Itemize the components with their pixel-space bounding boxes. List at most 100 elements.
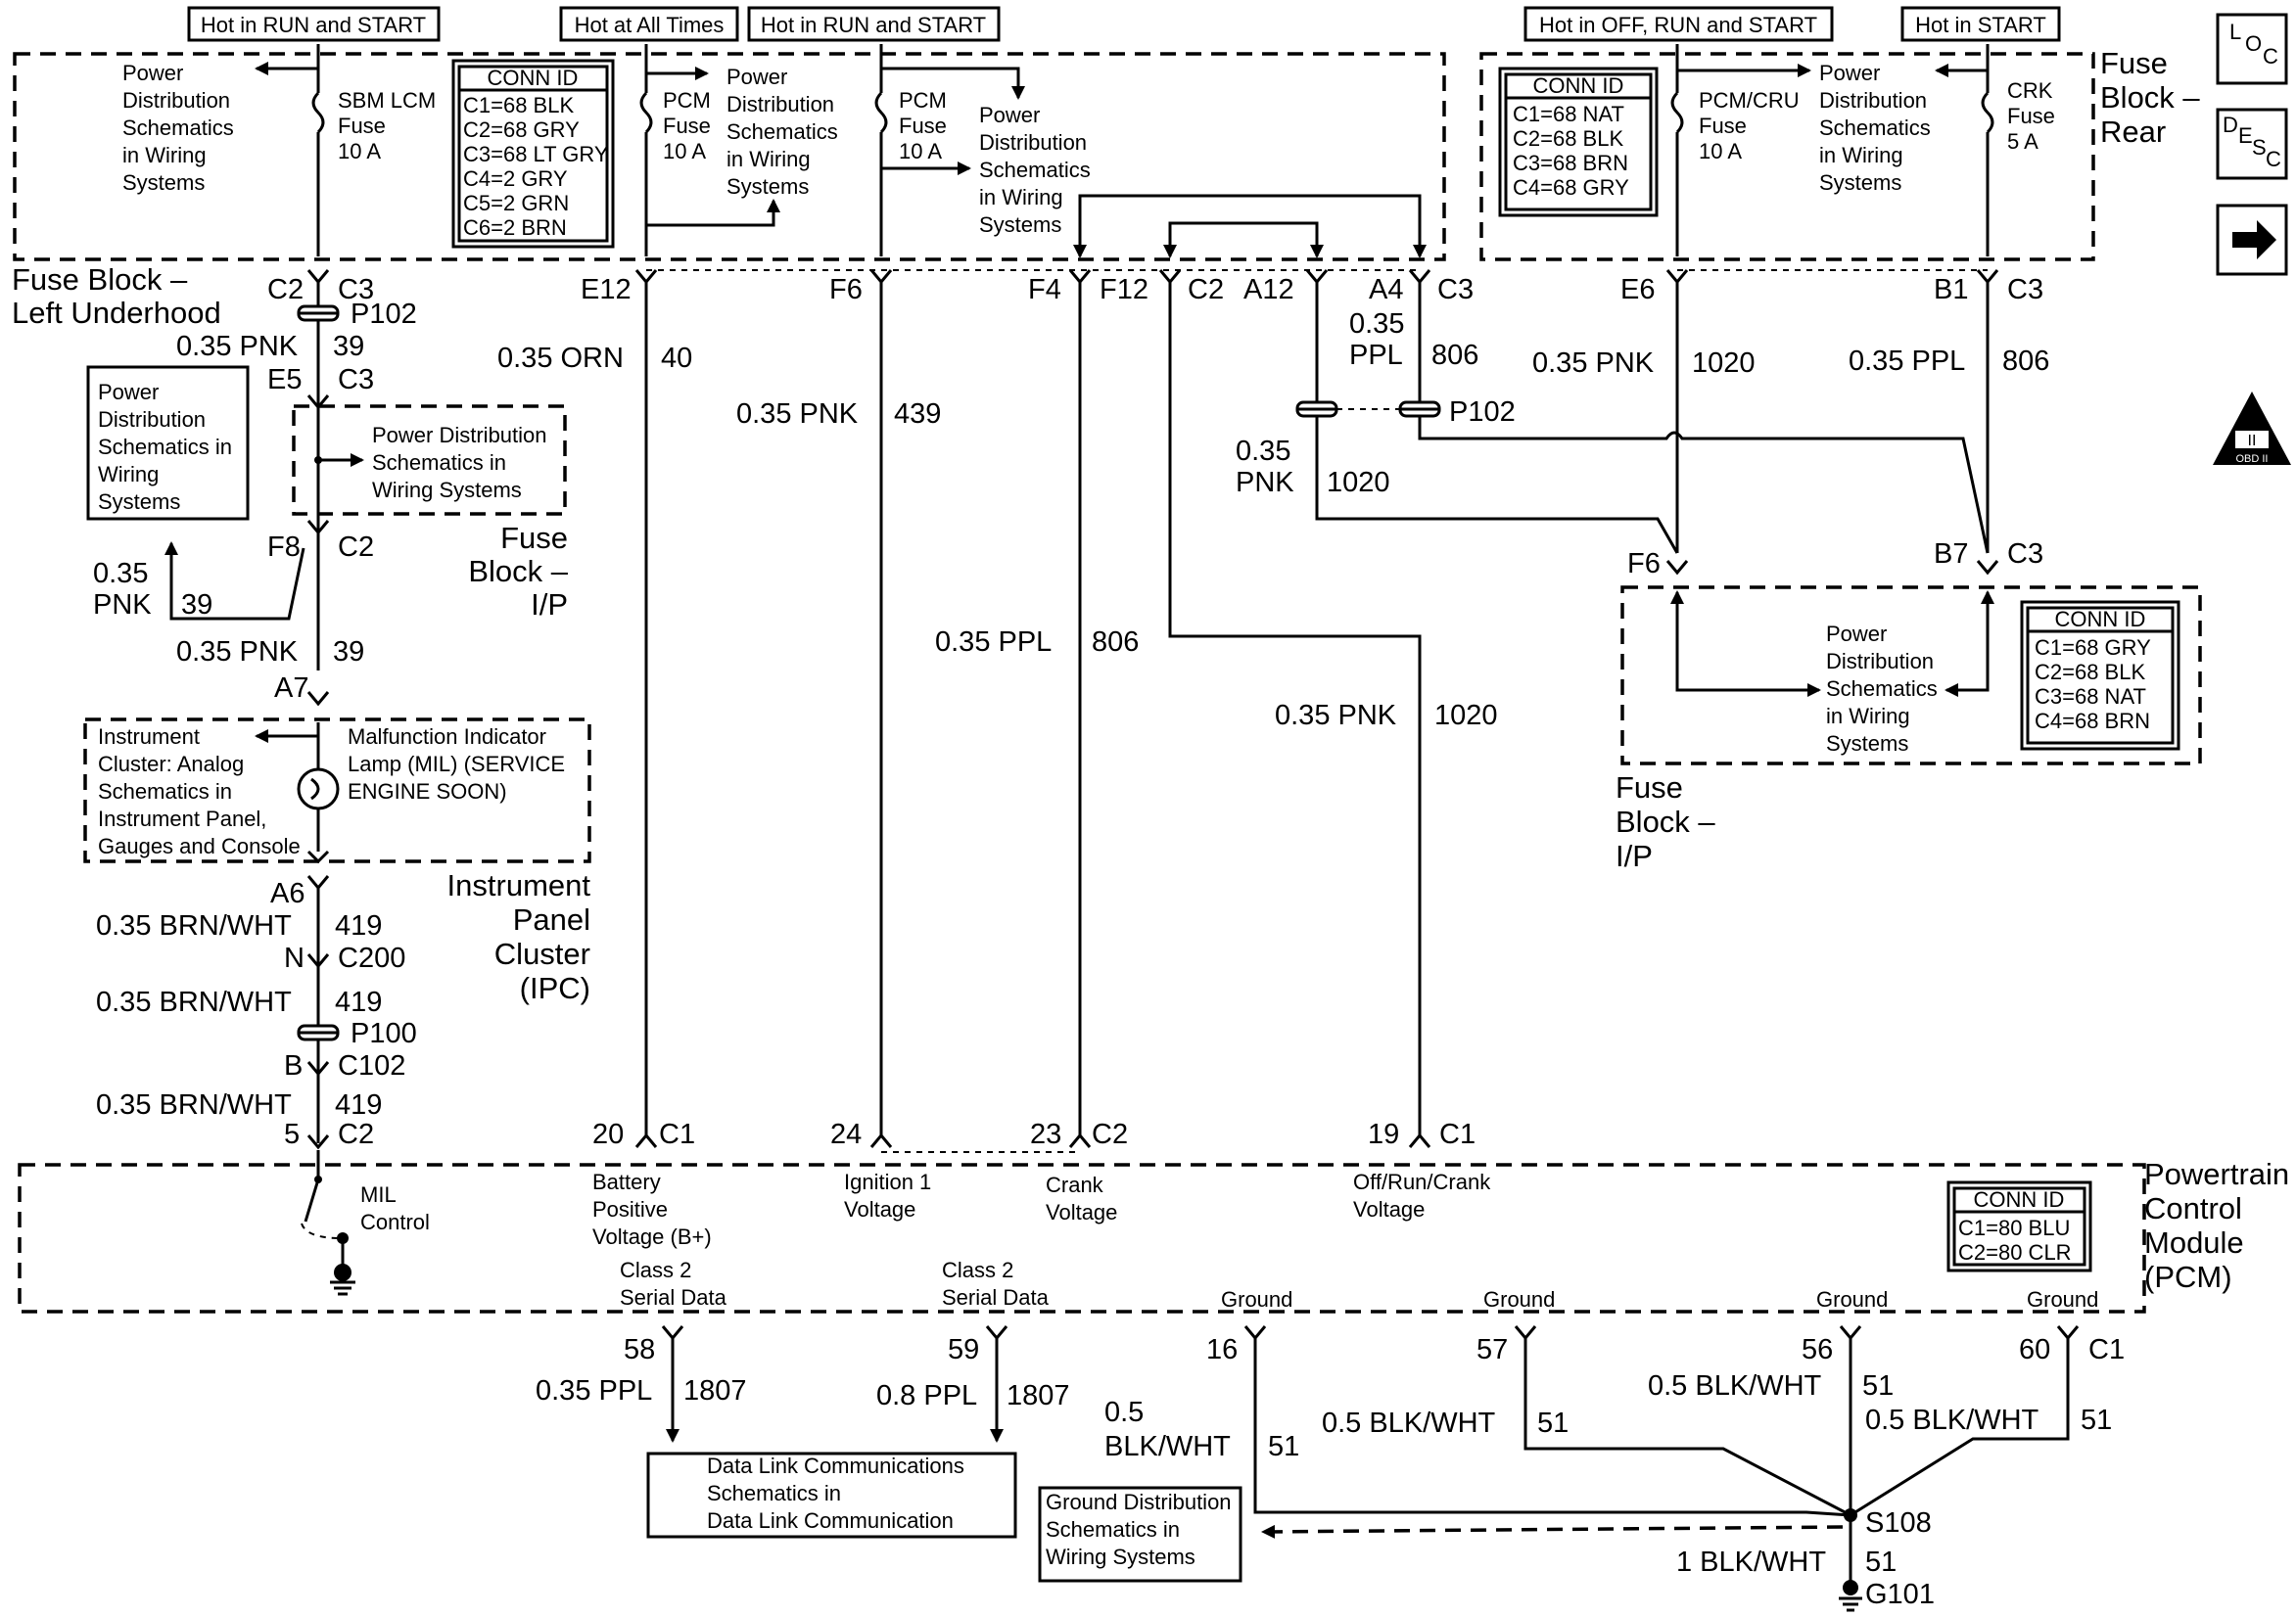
labels-w4-n: 419 xyxy=(335,910,382,942)
cluster-box-left-0: Instrument xyxy=(98,724,200,749)
conn-ids-left-title: CONN ID xyxy=(488,66,579,90)
pds-b-2: Schematics xyxy=(726,119,838,144)
wire-segment xyxy=(1243,1325,1267,1341)
conn-ids-ip-title: CONN ID xyxy=(2055,607,2146,631)
labels-w3-g: 0.35 PNK xyxy=(176,636,299,668)
fuses-pcm2-2: 10 A xyxy=(899,139,942,163)
labels-c3f: C3 xyxy=(2007,538,2043,570)
cluster-box-left-3: Instrument Panel, xyxy=(98,807,266,831)
labels-w17-n: 51 xyxy=(1268,1431,1299,1462)
labels-c1a: C1 xyxy=(659,1119,695,1150)
wire-segment xyxy=(559,6,739,42)
fuse-block-ip-left-box xyxy=(292,404,567,516)
pcm-box xyxy=(18,1163,2146,1314)
labels-w12-n: 1020 xyxy=(1434,700,1498,731)
labels-p16: 16 xyxy=(1206,1334,1238,1365)
wire-segment xyxy=(2216,108,2288,180)
labels-w21-g: 1 BLK/WHT xyxy=(1676,1547,1826,1578)
pds-d-0: Power xyxy=(1819,61,1880,85)
blocks-fb-ip2-2: I/P xyxy=(1616,839,1653,873)
labels-w9-g1: 0.35 xyxy=(1349,308,1404,340)
blocks-ipc-1: Panel xyxy=(513,902,590,937)
pcm-inputs-cls2a-1: Serial Data xyxy=(620,1285,727,1310)
next-arrow-icon[interactable] xyxy=(2216,204,2288,276)
pds-e-1: Distribution xyxy=(98,407,206,432)
wire-segment xyxy=(310,777,320,801)
fuse-block-ip-left-label: Fuse Block – I/P xyxy=(468,521,568,622)
pds-c-4: Systems xyxy=(979,212,1061,237)
wire-segment xyxy=(306,269,330,285)
pcm-inputs-crank-1: Voltage xyxy=(1046,1200,1117,1224)
labels-c3e: C3 xyxy=(2007,274,2043,305)
header-hot-all-times: Hot at All Times xyxy=(559,6,739,42)
fuse-pcm-cru-icon xyxy=(1670,91,1684,134)
pcm-inputs-mil-0: MIL xyxy=(360,1182,397,1207)
cluster-box-left-4: Gauges and Console xyxy=(98,834,301,858)
labels-s108: S108 xyxy=(1865,1507,1932,1539)
fuses-crk-0: CRK xyxy=(2007,78,2053,103)
labels-f4: F4 xyxy=(1028,274,1061,305)
labels-w13-g: 0.35 PNK xyxy=(1532,347,1655,379)
labels-f12: F12 xyxy=(1100,274,1148,305)
labels-c200: C200 xyxy=(338,943,405,974)
pds-a-1: Distribution xyxy=(122,88,230,113)
conn-ids-left-rows-4: C5=2 GRN xyxy=(463,191,569,215)
conn-ids-right-rows-0: C1=68 NAT xyxy=(1513,102,1624,126)
labels-w8-g: 0.35 PNK xyxy=(736,398,859,430)
pcm-inputs-cls2b-1: Serial Data xyxy=(942,1285,1050,1310)
conn-ids-pcm-rows-0: C1=80 BLU xyxy=(1958,1216,2070,1240)
wire-segment xyxy=(306,520,330,535)
pcm-inputs-cls2a-0: Class 2 xyxy=(620,1258,691,1282)
wire-segment xyxy=(1305,269,1329,285)
pds-g-1: Distribution xyxy=(1826,649,1934,673)
wire-segment xyxy=(1523,6,1834,42)
pds-g-2: Schematics xyxy=(1826,676,1938,701)
labels-c2e: C2 xyxy=(1092,1119,1128,1150)
labels-w1-g: 0.35 PNK xyxy=(176,331,299,362)
conn-ids-right-rows-1: C2=68 BLK xyxy=(1513,126,1623,151)
labels-b7: B7 xyxy=(1934,538,1968,570)
pds-a-4: Systems xyxy=(122,170,205,195)
labels-p56: 56 xyxy=(1802,1334,1833,1365)
label: E xyxy=(2238,123,2253,148)
wire-segment xyxy=(301,1223,342,1239)
fuse-block-rear-box xyxy=(1479,52,2095,261)
pds-g-0: Power xyxy=(1826,622,1887,646)
wire-segment xyxy=(1418,416,1990,554)
fuse-block-left-label: Fuse Block –Left Underhood xyxy=(12,262,221,330)
pcm-inputs-bplus-2: Voltage (B+) xyxy=(592,1224,712,1249)
headers-h5: Hot in START xyxy=(1915,13,2046,37)
labels-w4-g: 0.35 BRN/WHT xyxy=(96,910,292,942)
gd-box-0: Ground Distribution xyxy=(1046,1490,1232,1514)
conn-ids-left-rows-3: C4=2 GRY xyxy=(463,166,568,191)
ground-label-1: Ground xyxy=(1221,1287,1292,1312)
pds-e-3: Wiring xyxy=(98,462,159,486)
labels-p20: 20 xyxy=(592,1119,624,1150)
header-hot-run-start-1: Hot in RUN and START xyxy=(187,6,441,42)
pds-b-3: in Wiring xyxy=(726,147,811,171)
fuses-pcm1-0: PCM xyxy=(663,88,711,113)
labels-n: N xyxy=(284,943,305,974)
cluster-box-right-1: Lamp (MIL) (SERVICE xyxy=(348,752,565,776)
labels-c1c: C1 xyxy=(2088,1334,2125,1365)
fuses-pcm2-0: PCM xyxy=(899,88,947,113)
header-hot-off-run-start: Hot in OFF, RUN and START xyxy=(1523,6,1834,42)
cluster-box-left-1: Cluster: Analog xyxy=(98,752,244,776)
blocks-fb-ip1-0: Fuse xyxy=(500,521,568,555)
wire-segment xyxy=(1665,560,1689,576)
labels-w5-g: 0.35 BRN/WHT xyxy=(96,987,292,1018)
wire-segment xyxy=(1900,6,2061,42)
pcm-inputs-bplus-0: Battery xyxy=(592,1170,661,1194)
fuses-sbm-2: 10 A xyxy=(338,139,381,163)
wire-segment xyxy=(634,269,658,285)
